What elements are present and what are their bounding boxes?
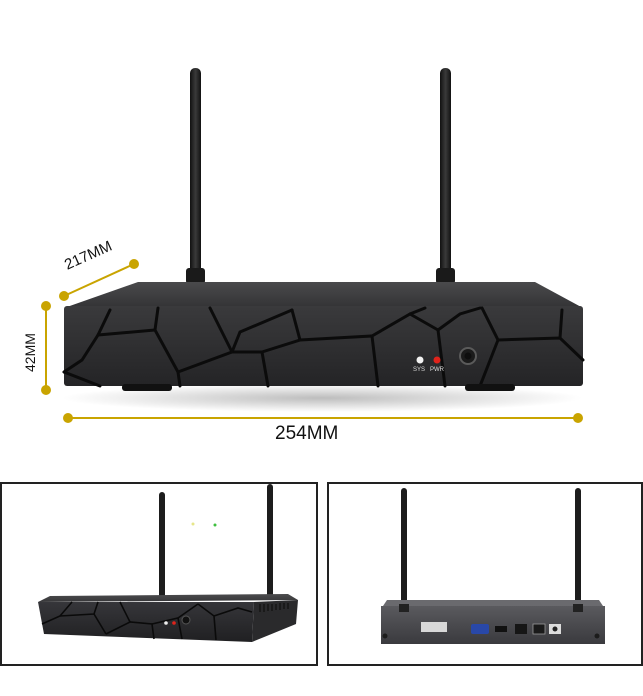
left-foot	[122, 384, 172, 391]
left-antenna	[186, 68, 205, 284]
status-dot	[213, 523, 217, 527]
usb-port	[532, 623, 546, 635]
device-front	[38, 602, 254, 642]
height-label: 42MM	[22, 333, 38, 372]
device-side	[252, 600, 298, 642]
vga-port	[471, 624, 489, 634]
front-crack-pattern	[41, 601, 253, 641]
height-dimension-line	[41, 301, 51, 395]
sys-label: SYS	[413, 367, 426, 373]
main-product-view: 217MM 42MM 254MM SYS PWR	[22, 68, 585, 444]
angled-view-panel	[0, 482, 318, 666]
width-label: 254MM	[275, 423, 339, 444]
side-vents	[259, 603, 289, 612]
left-antenna	[159, 492, 165, 600]
depth-dimension-line	[59, 259, 139, 301]
lan-port	[515, 624, 527, 634]
left-antenna	[401, 488, 407, 606]
sys-led	[164, 621, 168, 625]
pwr-led	[433, 356, 441, 364]
rear-panel	[381, 606, 605, 644]
status-dot	[191, 522, 195, 526]
rear-label-sticker	[421, 622, 447, 632]
device-front	[64, 306, 583, 386]
nvr-front-illustration	[41, 68, 585, 423]
ir-receiver-core	[464, 352, 472, 360]
screw-icon	[594, 633, 600, 639]
pwr-led	[172, 621, 176, 625]
device-top	[38, 594, 298, 602]
device-shadow	[62, 384, 582, 412]
rear-view-panel	[327, 482, 643, 666]
front-crack-pattern	[62, 306, 585, 388]
nvr-rear-illustration	[381, 488, 605, 644]
hdmi-port	[495, 626, 507, 632]
right-antenna	[575, 488, 581, 606]
antenna-connector	[573, 604, 583, 612]
right-antenna	[267, 484, 273, 600]
sys-led	[416, 356, 424, 364]
ir-receiver	[181, 615, 191, 625]
right-antenna	[436, 68, 455, 284]
device-top	[64, 282, 583, 308]
pwr-label: PWR	[430, 367, 444, 373]
device-top	[383, 600, 603, 606]
screw-icon	[382, 633, 388, 639]
antenna-connector	[399, 604, 409, 612]
width-dimension-line	[63, 413, 583, 423]
right-foot	[465, 384, 515, 391]
nvr-angled-illustration	[38, 484, 298, 642]
power-port-pin	[552, 626, 558, 632]
